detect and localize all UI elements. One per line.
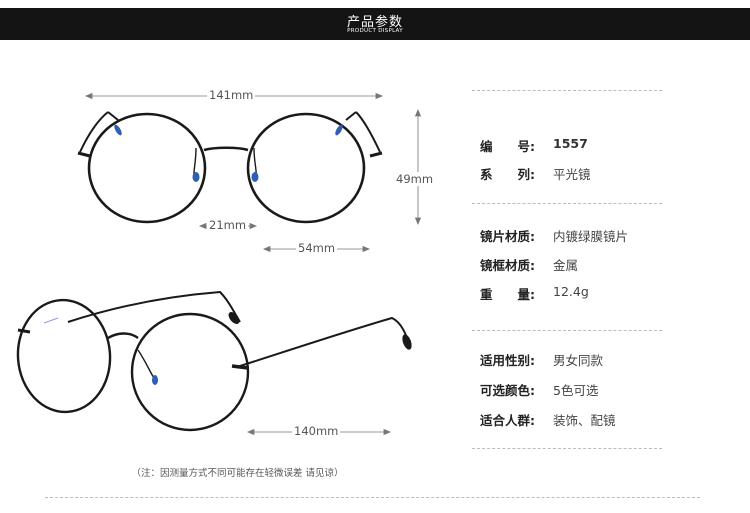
spec-value: 装饰、配镜 (553, 413, 616, 428)
spec-label: 可选颜色: (480, 383, 535, 398)
spec-label: 适合人群: (480, 413, 535, 428)
dim-total-width-label: 141mm (207, 88, 256, 102)
spec-value: 1557 (553, 136, 588, 151)
spec-label: 镜片材质: (480, 229, 535, 244)
spec-value: 内镀绿膜镜片 (553, 229, 629, 244)
spec-value: 男女同款 (553, 353, 604, 368)
dim-lens-label: 54mm (296, 241, 338, 255)
spec-label: 适用性别: (480, 353, 535, 368)
divider-2 (472, 330, 662, 331)
nose-pads-side (152, 375, 158, 385)
divider-bottom (45, 497, 700, 498)
spec-value: 5色可选 (553, 383, 599, 398)
header-subtitle: PRODUCT DISPLAY (347, 28, 403, 34)
spec-label: 镜框材质: (480, 258, 535, 273)
glasses-side-view (16, 290, 409, 432)
nose-pads-front (192, 172, 259, 182)
header-bar (0, 8, 750, 40)
spec-value: 12.4g (553, 284, 589, 299)
divider-3 (472, 448, 662, 449)
header-title: 产品参数 (346, 15, 403, 30)
spec-label: 重 量: (480, 287, 535, 302)
divider-top (472, 90, 662, 91)
spec-value: 平光镜 (553, 167, 591, 182)
temple-tips-side (228, 312, 412, 350)
divider-1 (472, 203, 662, 204)
spec-value: 金属 (553, 258, 579, 273)
dim-bridge-label: 21mm (207, 218, 249, 232)
dim-temple-label: 140mm (292, 424, 341, 438)
temple-tips-front (114, 124, 343, 136)
spec-label: 系 列: (480, 167, 535, 182)
lens-tint (43, 317, 59, 324)
spec-label: 编 号: (480, 139, 535, 154)
glasses-front-view (77, 111, 383, 224)
dim-height-label: 49mm (394, 172, 436, 186)
footnote: （注：因测量方式不同可能存在轻微误差 请见谅） (131, 468, 344, 479)
